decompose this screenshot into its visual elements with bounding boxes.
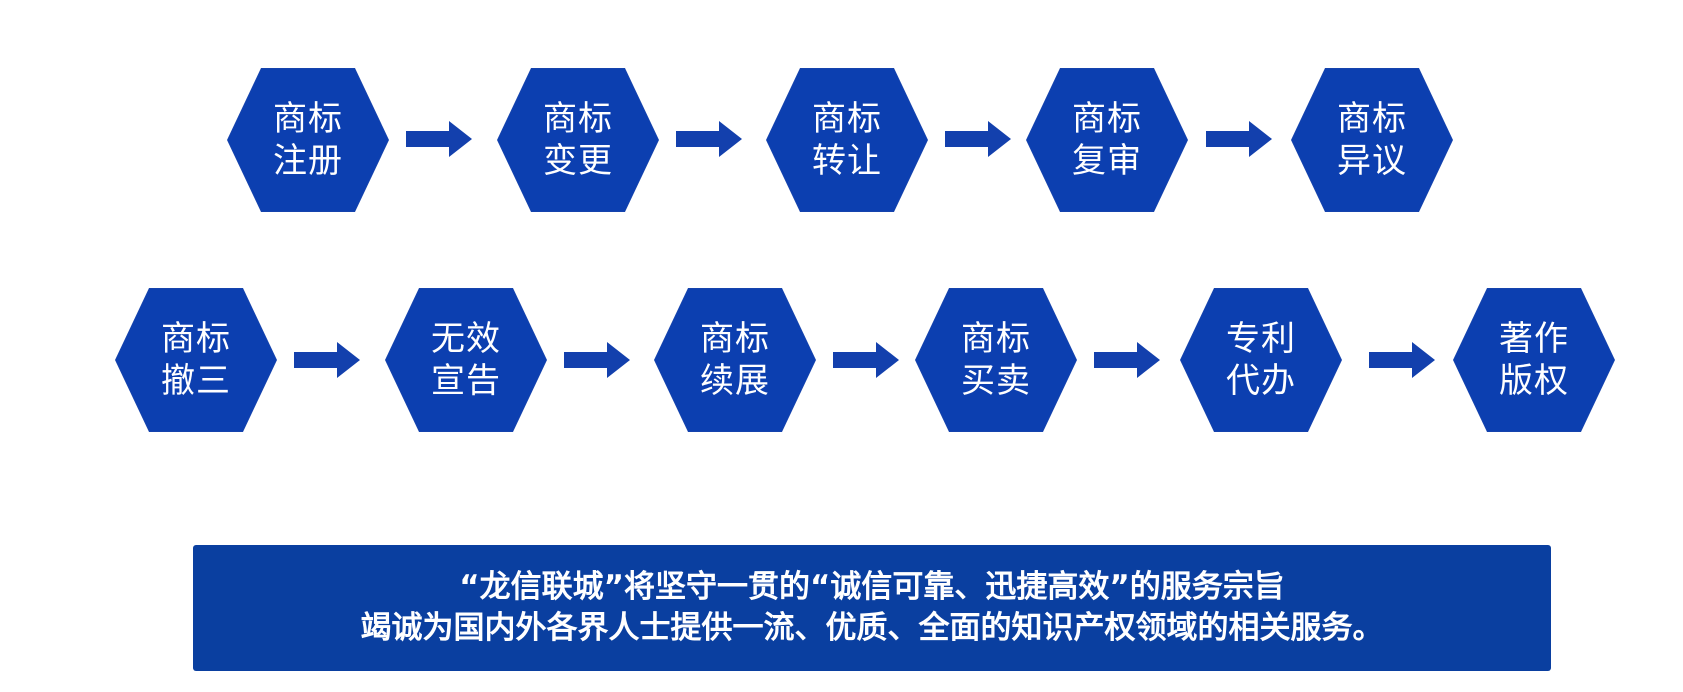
process-node-trademark-trading: 商标 买卖 (915, 288, 1077, 432)
node-label-line2: 注册 (273, 141, 343, 181)
node-label-line2: 版权 (1499, 361, 1569, 401)
process-node-trademark-cancellation: 商标 撤三 (115, 288, 277, 432)
node-label-line1: 商标 (161, 319, 231, 359)
node-label-line1: 商标 (273, 99, 343, 139)
arrow-right-icon (945, 121, 1011, 157)
node-label-line2: 转让 (812, 141, 882, 181)
node-label-line2: 续展 (700, 361, 770, 401)
node-label-line1: 商标 (700, 319, 770, 359)
banner-line-1: “龙信联城”将坚守一贯的“诚信可靠、迅捷高效”的服务宗旨 (459, 569, 1285, 605)
arrow-right-icon (676, 121, 742, 157)
node-label-line1: 商标 (1072, 99, 1142, 139)
node-label-line2: 复审 (1072, 141, 1142, 181)
arrow-right-icon (833, 342, 899, 378)
node-label-line2: 撤三 (161, 361, 231, 401)
process-node-trademark-opposition: 商标 异议 (1291, 68, 1453, 212)
process-node-trademark-transfer: 商标 转让 (766, 68, 928, 212)
process-node-trademark-review: 商标 复审 (1026, 68, 1188, 212)
process-node-trademark-renewal: 商标 续展 (654, 288, 816, 432)
banner-line-2: 竭诚为国内外各界人士提供一流、优质、全面的知识产权领域的相关服务。 (360, 610, 1384, 646)
node-label-line2: 代办 (1226, 361, 1296, 401)
node-label-line2: 宣告 (431, 361, 501, 401)
process-node-trademark-change: 商标 变更 (497, 68, 659, 212)
node-label-line1: 无效 (431, 319, 501, 359)
node-label-line1: 商标 (812, 99, 882, 139)
arrow-right-icon (1094, 342, 1160, 378)
process-node-invalidation: 无效 宣告 (385, 288, 547, 432)
process-node-copyright: 著作 版权 (1453, 288, 1615, 432)
service-motto-banner: “龙信联城”将坚守一贯的“诚信可靠、迅捷高效”的服务宗旨 竭诚为国内外各界人士提… (193, 545, 1551, 671)
node-label-line2: 买卖 (961, 361, 1031, 401)
arrow-right-icon (1206, 121, 1272, 157)
node-label-line2: 异议 (1337, 141, 1407, 181)
arrow-right-icon (1369, 342, 1435, 378)
process-node-trademark-registration: 商标 注册 (227, 68, 389, 212)
node-label-line1: 著作 (1499, 319, 1569, 359)
node-label-line1: 专利 (1226, 319, 1296, 359)
arrow-right-icon (294, 342, 360, 378)
node-label-line1: 商标 (961, 319, 1031, 359)
node-label-line2: 变更 (543, 141, 613, 181)
process-node-patent-agency: 专利 代办 (1180, 288, 1342, 432)
node-label-line1: 商标 (543, 99, 613, 139)
arrow-right-icon (406, 121, 472, 157)
node-label-line1: 商标 (1337, 99, 1407, 139)
arrow-right-icon (564, 342, 630, 378)
